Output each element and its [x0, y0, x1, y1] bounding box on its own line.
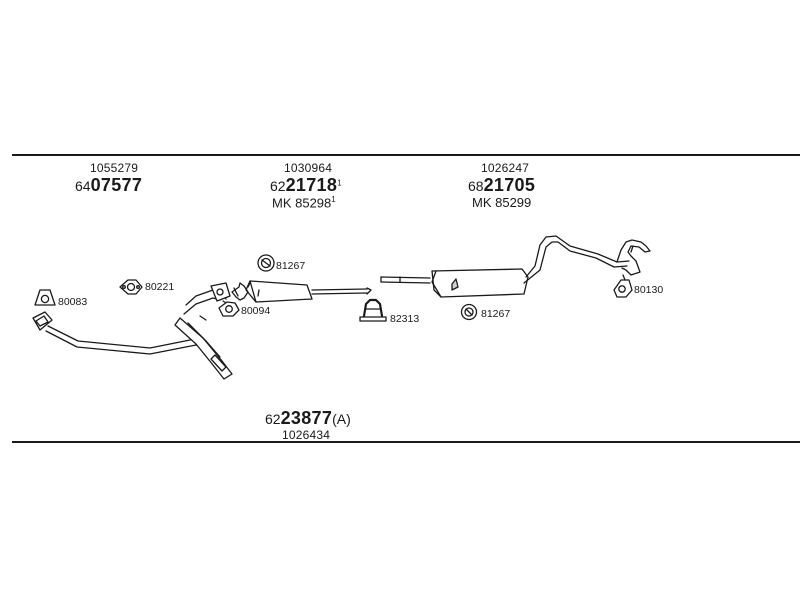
part-main: 23877 [280, 408, 333, 428]
code-u-clamp: 82313 [390, 313, 420, 325]
part-prefix: 62 [265, 411, 281, 427]
part-number-front-muffler: 62217181 [270, 176, 342, 194]
part-number-rear-muffler: 6821705 [468, 176, 535, 194]
code-gasket-mid: 80094 [241, 305, 271, 317]
code-clamp-front: 81267 [276, 260, 306, 272]
part-prefix: 68 [468, 178, 484, 194]
u-clamp-icon [359, 298, 387, 322]
bottom-rule [12, 441, 800, 443]
clamp-rear-icon [460, 303, 478, 321]
mk-superscript: 1 [331, 195, 336, 204]
part-suffix: (A) [332, 411, 351, 427]
part-main: 07577 [90, 175, 143, 195]
ref-number-front-muffler: 1030964 [284, 161, 333, 175]
code-hanger-rear: 80130 [634, 284, 664, 296]
code-gasket-flange: 80221 [145, 281, 175, 293]
part-prefix: 62 [270, 178, 286, 194]
top-rule [12, 154, 800, 156]
ref-number-front-pipe: 1055279 [90, 161, 139, 175]
mk-number-rear-muffler: MK 85299 [472, 195, 532, 210]
part-main: 21718 [285, 175, 338, 195]
part-prefix: 64 [75, 178, 91, 194]
mk-number-front-muffler: MK 852981 [272, 195, 336, 211]
rear-muffler-icon [380, 235, 651, 298]
part-superscript: 1 [337, 178, 342, 188]
code-clamp-rear: 81267 [481, 308, 511, 320]
clamp-front-icon [257, 254, 275, 272]
gasket-flange-icon [119, 279, 143, 295]
part-number-front-pipe-assembly: 6223877(A) [265, 409, 351, 427]
ref-number-front-pipe-assembly: 1026434 [282, 428, 331, 442]
part-main: 21705 [483, 175, 536, 195]
gasket-front-icon [34, 289, 56, 306]
code-gasket-front: 80083 [58, 296, 88, 308]
mk-label: MK 85298 [272, 195, 332, 211]
hanger-rear-icon [613, 274, 633, 298]
part-number-front-pipe: 6407577 [75, 176, 142, 194]
gasket-mid-icon [218, 301, 240, 317]
front-pipe-icon [32, 282, 233, 380]
ref-number-rear-muffler: 1026247 [481, 161, 530, 175]
front-muffler-icon [231, 280, 372, 303]
